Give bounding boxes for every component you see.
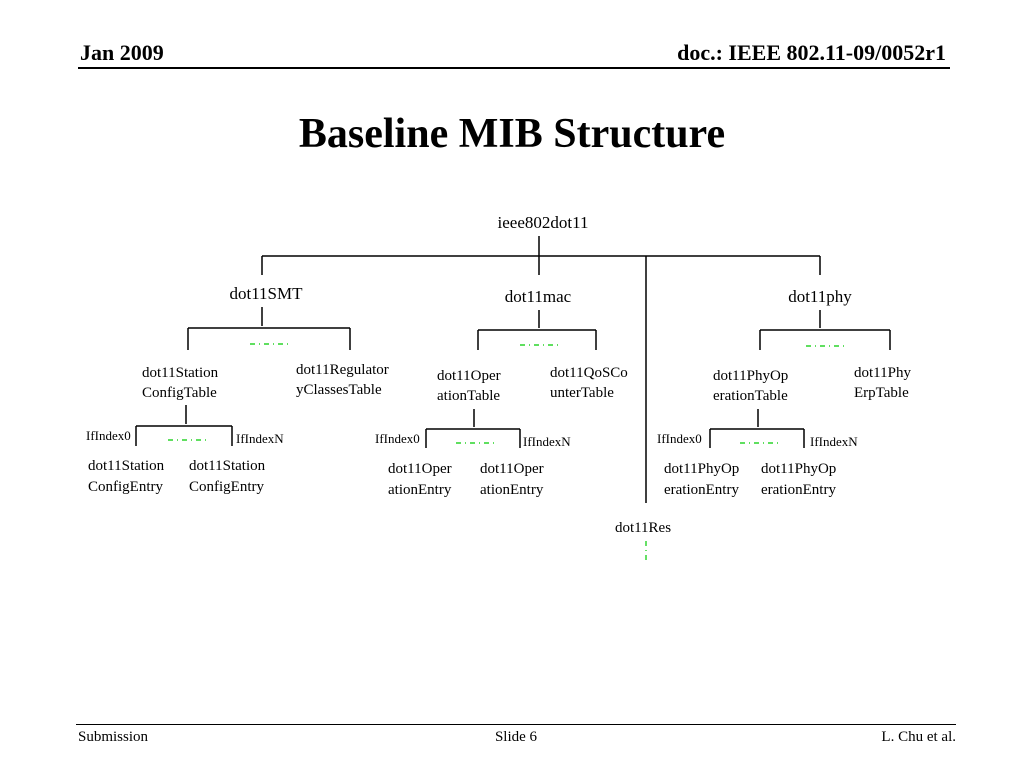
smt-index-end: IfIndexN [236,431,284,446]
footer-authors: L. Chu et al. [881,729,956,745]
phy-node-label: dot11phy [788,287,852,306]
mac-entry-left-line1: dot11Oper [388,461,452,477]
phy-table-left-line2: erationTable [713,388,788,404]
smt-table-right-line1: dot11Regulator [296,362,389,378]
mac-entry-right-line2: ationEntry [480,482,544,498]
footer-submission: Submission [78,729,149,745]
phy-index-end: IfIndexN [810,434,858,449]
mac-index-start: IfIndex0 [375,431,420,446]
smt-index-start: IfIndex0 [86,428,131,443]
mac-node-label: dot11mac [505,287,572,306]
mac-entry-left-line2: ationEntry [388,482,452,498]
mac-table-left-line1: dot11Oper [437,368,501,384]
mac-table-right-line1: dot11QoSCo [550,365,628,381]
phy-entry-right-line1: dot11PhyOp [761,461,836,477]
smt-table-left-line2: ConfigTable [142,385,217,401]
smt-node-label: dot11SMT [229,284,303,303]
mac-table-left-line2: ationTable [437,388,500,404]
phy-table-right-line1: dot11Phy [854,365,911,381]
phy-table-right-line2: ErpTable [854,385,909,401]
ellipsis-markers [168,343,844,562]
smt-entry-left-line2: ConfigEntry [88,479,163,495]
phy-table-left-line1: dot11PhyOp [713,368,788,384]
res-node-label: dot11Res [615,520,671,536]
phy-entry-left-line1: dot11PhyOp [664,461,739,477]
footer-rule [76,724,956,725]
phy-entry-left-line2: erationEntry [664,482,739,498]
header-doc-id: doc.: IEEE 802.11-09/0052r1 [677,40,946,65]
header-rule [78,67,950,69]
phy-index-start: IfIndex0 [657,431,702,446]
header-date: Jan 2009 [80,40,164,65]
tree-connectors [135,236,891,503]
smt-entry-right-line1: dot11Station [189,458,266,474]
smt-table-left-line1: dot11Station [142,365,219,381]
footer-slide-number: Slide 6 [494,729,538,745]
mac-index-end: IfIndexN [523,434,571,449]
smt-entry-right-line2: ConfigEntry [189,479,264,495]
phy-entry-right-line2: erationEntry [761,482,836,498]
smt-entry-left-line1: dot11Station [88,458,165,474]
mac-table-right-line2: unterTable [550,385,614,401]
mac-entry-right-line1: dot11Oper [480,461,544,477]
root-node-label: ieee802dot11 [498,213,589,232]
slide-title: Baseline MIB Structure [298,111,726,157]
smt-table-right-line2: yClassesTable [296,382,382,398]
